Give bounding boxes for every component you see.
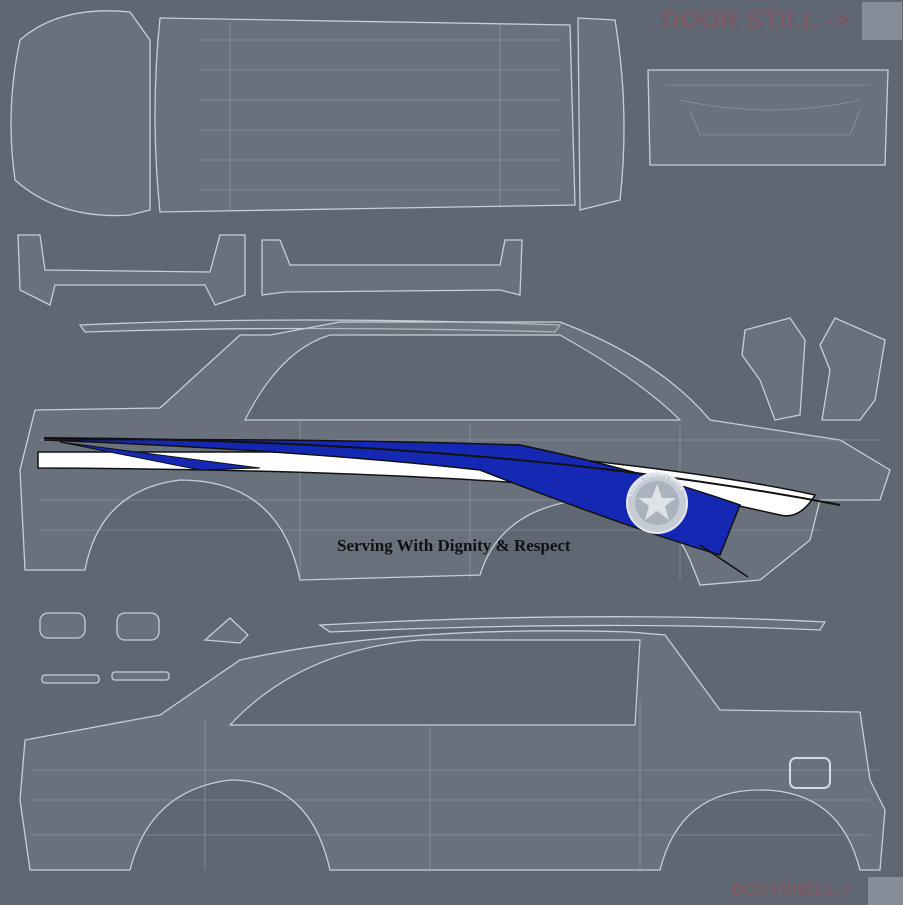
- tailgate-panel: [647, 69, 889, 166]
- door-still-swatch: [862, 2, 902, 40]
- trim-piece-2: [111, 671, 170, 681]
- left-side-panel: [19, 630, 886, 871]
- door-piece-left: [741, 317, 806, 421]
- fuel-door: [789, 757, 831, 789]
- roof-panel: [154, 17, 576, 213]
- door-piece-right: [819, 317, 886, 421]
- trim-piece-1: [41, 674, 100, 684]
- livery-stripe: [37, 437, 841, 578]
- sheriff-badge: County Sheriff's Office: [626, 472, 688, 534]
- front-bumper-panel: [17, 234, 246, 306]
- roof-rail-bottom: [318, 616, 827, 633]
- door-still-label: DOOR STILL ->: [662, 6, 850, 34]
- left-window: [228, 639, 641, 726]
- rear-bumper-panel: [261, 239, 523, 296]
- rear-roof-panel: [577, 17, 625, 211]
- mirror-piece-1: [39, 612, 86, 639]
- mirror-piece-2: [116, 612, 160, 641]
- bodyshell-swatch: [868, 877, 903, 905]
- livery-slogan: Serving With Dignity & Respect: [337, 536, 571, 555]
- hood-panel: [10, 10, 151, 217]
- bodyshell-label: BODYSHELL->: [731, 880, 852, 899]
- mirror-piece-3: [203, 617, 249, 644]
- right-window: [244, 334, 682, 421]
